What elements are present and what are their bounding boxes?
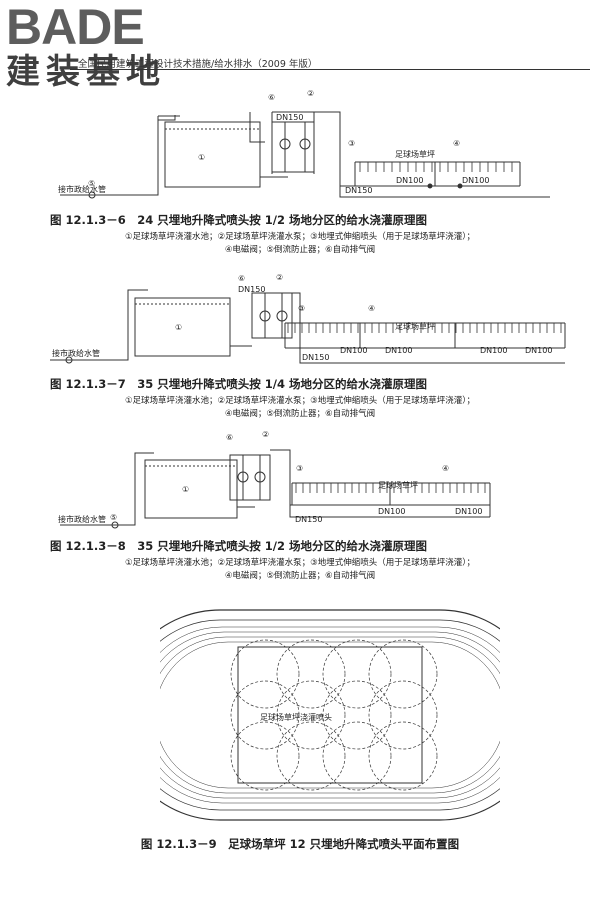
- label-field-plan: 足球场草坪浇灌喷头: [260, 712, 332, 722]
- label-num5-3: ⑤: [110, 513, 117, 522]
- label-num4: ④: [453, 139, 460, 148]
- label-num2-2: ②: [276, 273, 283, 282]
- figure-3-title: 图 12.1.3－8 35 只埋地升降式喷头按 1/2 场地分区的给水浇灌原理图: [50, 539, 427, 553]
- figure-1-caption: 图 12.1.3－6 24 只埋地升降式喷头按 1/2 场地分区的给水浇灌原理图…: [50, 212, 550, 257]
- bade-logo: BADE 建装基地: [6, 2, 166, 90]
- figure-3-diagram: ① ⑥ ② ③ ④ 足球场草坪 DN150 DN100 DN100 ⑤ 接市政给…: [58, 430, 491, 529]
- label-num5: ⑤: [88, 179, 95, 188]
- sprinkler-coverage-circle: [276, 721, 346, 791]
- label-num4-3: ④: [442, 464, 449, 473]
- figure-4-stadium-plan: 足球场草坪浇灌喷头: [160, 609, 500, 821]
- figure-4-caption: 图 12.1.3－9 足球场草坪 12 只埋地升降式喷头平面布置图: [50, 836, 550, 852]
- label-num2-3: ②: [262, 430, 269, 439]
- sprinkler-coverage-circle: [276, 639, 346, 709]
- sprinkler-coverage-circle: [322, 721, 392, 791]
- label-inlet-3: 接市政给水管: [58, 514, 106, 524]
- sprinkler-coverage-circle: [230, 721, 300, 791]
- label-dn150-b: DN150: [345, 186, 372, 195]
- label-inlet-2: 接市政给水管: [52, 348, 100, 358]
- figure-2-caption: 图 12.1.3－7 35 只埋地升降式喷头按 1/4 场地分区的给水浇灌原理图…: [50, 376, 550, 421]
- label-num3-2: ③: [298, 304, 305, 313]
- label-dn100-2b: DN100: [385, 346, 412, 355]
- label-dn100-2c: DN100: [480, 346, 507, 355]
- label-dn150-2b: DN150: [302, 353, 329, 362]
- sprinkler-coverage-circle: [368, 721, 438, 791]
- figure-2-legend-2: ④电磁阀；⑤倒流防止器；⑥自动排气阀: [224, 409, 376, 419]
- label-field-3: 足球场草坪: [378, 480, 418, 490]
- label-num6: ⑥: [268, 93, 275, 102]
- figure-2-legend-1: ①足球场草坪浇灌水池；②足球场草坪浇灌水泵；③地埋式伸缩喷头（用于足球场草坪浇灌…: [124, 396, 476, 406]
- label-num6-3: ⑥: [226, 433, 233, 442]
- figure-4-title: 图 12.1.3－9 足球场草坪 12 只埋地升降式喷头平面布置图: [140, 837, 460, 851]
- label-pool-2: ①: [175, 323, 182, 332]
- label-dn100-b: DN100: [462, 176, 489, 185]
- label-field-2: 足球场草坪: [395, 321, 435, 331]
- sprinkler-coverage-circle: [322, 639, 392, 709]
- page-header: 全国民用建筑工程设计技术措施/给水排水（2009 年版）: [78, 59, 318, 70]
- label-num4-2: ④: [368, 304, 375, 313]
- label-dn100-2a: DN100: [340, 346, 367, 355]
- label-field: 足球场草坪: [395, 149, 435, 159]
- label-dn150-3: DN150: [295, 515, 322, 524]
- sprinkler-coverage-circle: [368, 680, 438, 750]
- label-inlet: 接市政给水管: [58, 184, 106, 194]
- logo-brand: BADE: [6, 0, 145, 55]
- sprinkler-coverage-circle: [368, 639, 438, 709]
- label-num3-3: ③: [296, 464, 303, 473]
- label-dn100-2d: DN100: [525, 346, 552, 355]
- sprinkler-coverage-circle: [276, 680, 346, 750]
- figure-3-caption: 图 12.1.3－8 35 只埋地升降式喷头按 1/2 场地分区的给水浇灌原理图…: [50, 538, 550, 583]
- figure-2-title: 图 12.1.3－7 35 只埋地升降式喷头按 1/4 场地分区的给水浇灌原理图: [50, 377, 427, 391]
- label-num2: ②: [307, 89, 314, 98]
- label-pool-3: ①: [182, 485, 189, 494]
- label-dn100-3a: DN100: [378, 507, 405, 516]
- figure-3-legend-1: ①足球场草坪浇灌水池；②足球场草坪浇灌水泵；③地埋式伸缩喷头（用于足球场草坪浇灌…: [124, 558, 476, 568]
- figure-1-legend-2: ④电磁阀；⑤倒流防止器；⑥自动排气阀: [224, 245, 376, 255]
- figure-1-diagram: ① ⑥ ② DN150 ③ ④ 足球场草坪 DN150 DN100 DN100 …: [58, 89, 550, 199]
- logo-brand-cn: 建装基地: [6, 52, 166, 92]
- label-num6-2: ⑥: [238, 274, 245, 283]
- label-pool: ①: [198, 153, 205, 162]
- figure-1-legend-1: ①足球场草坪浇灌水池；②足球场草坪浇灌水泵；③地埋式伸缩喷头（用于足球场草坪浇灌…: [124, 232, 476, 242]
- label-dn150-a: DN150: [276, 113, 303, 122]
- figure-3-legend-2: ④电磁阀；⑤倒流防止器；⑥自动排气阀: [224, 571, 376, 581]
- label-num3: ③: [348, 139, 355, 148]
- header-rule: [70, 69, 590, 70]
- label-dn100-a: DN100: [396, 176, 423, 185]
- label-dn150-2a: DN150: [238, 285, 265, 294]
- sprinkler-coverage-circle: [230, 680, 300, 750]
- sprinkler-coverage-circle: [322, 680, 392, 750]
- figure-1-title: 图 12.1.3－6 24 只埋地升降式喷头按 1/2 场地分区的给水浇灌原理图: [50, 213, 427, 227]
- label-dn100-3b: DN100: [455, 507, 482, 516]
- figure-2-diagram: ① ⑥ ② DN150 ③ ④ 足球场草坪 DN150 DN100 DN100 …: [50, 273, 566, 364]
- sprinkler-coverage-circle: [230, 639, 300, 709]
